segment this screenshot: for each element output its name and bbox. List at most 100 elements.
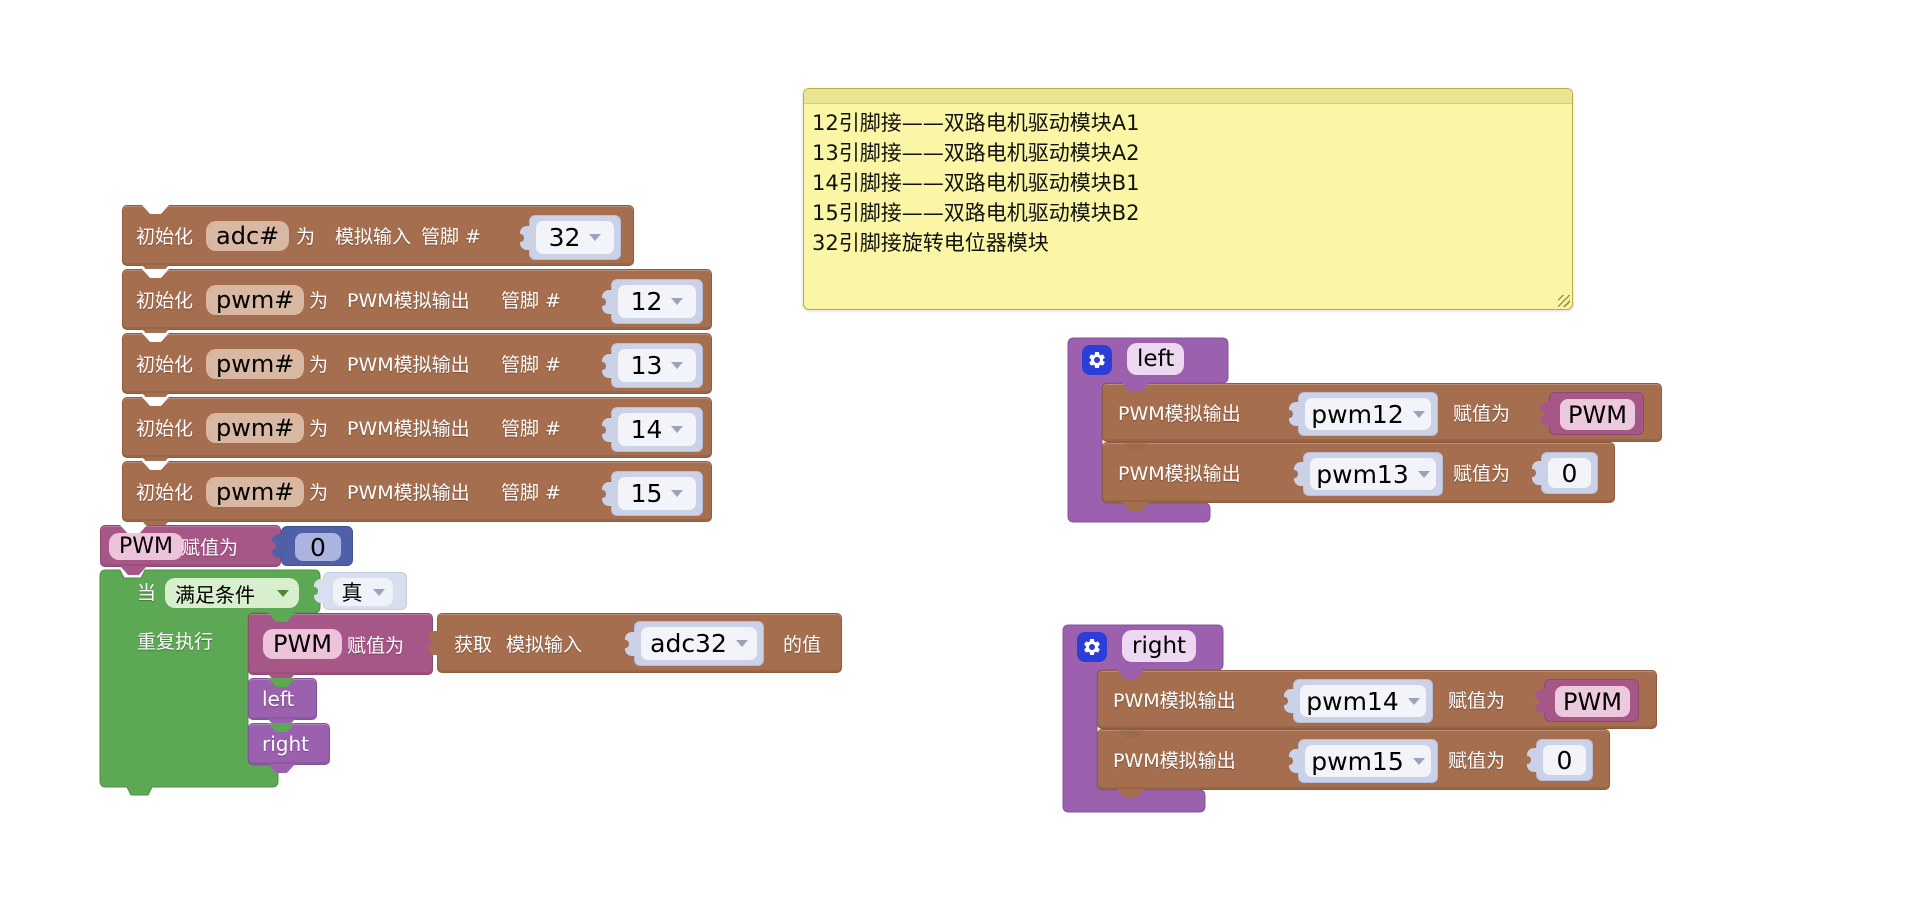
- bool-value[interactable]: 真: [341, 581, 363, 605]
- notch-top: [268, 613, 295, 622]
- pin-value[interactable]: pwm12: [1311, 399, 1404, 429]
- pin-dropdown-shadow[interactable]: 32: [517, 215, 621, 260]
- bump-bottom: [1117, 789, 1144, 798]
- notch-top: [142, 397, 169, 406]
- pin-value[interactable]: pwm15: [1311, 746, 1404, 776]
- label-as: 为: [309, 482, 329, 504]
- pin-value[interactable]: pwm13: [1316, 459, 1409, 489]
- comment-resize-handle[interactable]: [1558, 295, 1570, 307]
- function-name[interactable]: right: [1122, 630, 1197, 662]
- field-var-name[interactable]: pwm#: [206, 476, 305, 507]
- dropdown-arrow-icon: [589, 234, 602, 241]
- label-init: 初始化: [136, 290, 194, 312]
- block-pwm-write[interactable]: PWM模拟输出 pwm13 赋值为 0: [1102, 442, 1615, 511]
- pin-value[interactable]: 13: [630, 351, 663, 380]
- number-value[interactable]: 0: [1556, 745, 1573, 775]
- condition-value: 满足条件: [175, 582, 255, 607]
- field-var-name[interactable]: adc#: [206, 220, 290, 251]
- label-mode: PWM模拟输出: [347, 418, 470, 440]
- block-variable-pwm[interactable]: PWM: [1537, 392, 1644, 435]
- function-name[interactable]: left: [1127, 343, 1185, 375]
- pin-dropdown-shadow[interactable]: adc32: [622, 621, 764, 666]
- pin-value[interactable]: 14: [630, 415, 663, 444]
- value-shadow[interactable]: 0: [1529, 452, 1598, 494]
- puzzle-tab: [425, 631, 439, 655]
- label-mode: PWM模拟输出: [347, 482, 470, 504]
- dropdown-arrow-icon: [372, 588, 385, 596]
- block-init-pwm13[interactable]: 初始化 pwm# 为 PWM模拟输出 管脚 # 13: [122, 333, 712, 402]
- pin-value[interactable]: pwm14: [1306, 686, 1399, 716]
- block-analog-read[interactable]: 获取 模拟输入 adc32 的值: [425, 613, 842, 673]
- pin-dropdown-shadow[interactable]: pwm15: [1286, 739, 1438, 783]
- block-pwm-write[interactable]: PWM模拟输出 pwm12 赋值为 PWM: [1102, 383, 1662, 442]
- block-assign-pwm-inner[interactable]: PWM 赋值为: [248, 613, 433, 683]
- variable-value[interactable]: PWM: [1563, 687, 1622, 716]
- pin-dropdown-shadow[interactable]: pwm14: [1281, 679, 1433, 723]
- value-shadow[interactable]: 0: [1524, 739, 1593, 781]
- pin-value[interactable]: adc32: [650, 629, 727, 658]
- puzzle-tab: [311, 579, 325, 603]
- bump-bottom: [268, 764, 295, 773]
- comment-header[interactable]: [804, 89, 1572, 104]
- pin-dropdown-shadow[interactable]: 13: [599, 343, 703, 388]
- label-value-suffix: 的值: [783, 633, 822, 656]
- bump-bottom: [1122, 502, 1149, 511]
- pin-dropdown-shadow[interactable]: 15: [599, 471, 703, 516]
- gear-icon[interactable]: [1077, 632, 1107, 662]
- label-mode: PWM模拟输出: [347, 354, 470, 376]
- pin-value[interactable]: 12: [630, 287, 663, 316]
- comment-box[interactable]: 12引脚接——双路电机驱动模块A1 13引脚接——双路电机驱动模块A2 14引脚…: [803, 88, 1573, 310]
- condition-dropdown[interactable]: 满足条件: [165, 578, 299, 608]
- number-value[interactable]: 0: [310, 532, 326, 562]
- block-variable-pwm[interactable]: PWM: [1532, 679, 1639, 722]
- block-init-adc[interactable]: 初始化 adc# 为 模拟输入 管脚 # 32: [122, 205, 634, 274]
- function-name-field[interactable]: left: [1127, 343, 1185, 375]
- gear-icon[interactable]: [1082, 345, 1112, 375]
- variable-value[interactable]: PWM: [1568, 400, 1627, 429]
- notch-top: [142, 333, 169, 342]
- block-pwm-write[interactable]: PWM模拟输出 pwm15 赋值为 0: [1097, 729, 1610, 798]
- pin-dropdown-shadow[interactable]: 12: [599, 279, 703, 324]
- pin-value[interactable]: 32: [548, 223, 581, 252]
- label-as: 为: [309, 418, 329, 440]
- label-pin: 管脚 #: [501, 418, 561, 440]
- label-as: 为: [296, 226, 316, 248]
- field-var-name[interactable]: pwm#: [206, 412, 305, 443]
- comment-line: 14引脚接——双路电机驱动模块B1: [812, 171, 1140, 195]
- label-mode: PWM模拟输出: [347, 290, 470, 312]
- block-call-right[interactable]: right: [248, 723, 330, 773]
- pin-dropdown-shadow[interactable]: pwm13: [1291, 452, 1443, 496]
- label-pin: 管脚 #: [501, 482, 561, 504]
- block-bool-true[interactable]: 真: [311, 572, 407, 610]
- block-call-left[interactable]: left: [248, 678, 317, 728]
- puzzle-tab: [599, 481, 613, 506]
- pin-dropdown-shadow[interactable]: pwm12: [1286, 392, 1438, 436]
- puzzle-tab: [599, 417, 613, 442]
- label-mode: 模拟输入: [506, 633, 583, 656]
- block-assign-pwm[interactable]: PWM 赋值为: [100, 525, 281, 575]
- notch-top: [268, 678, 295, 687]
- label-pin: 管脚 #: [501, 290, 561, 312]
- pin-dropdown-shadow[interactable]: 14: [599, 407, 703, 452]
- puzzle-tab: [599, 353, 613, 378]
- field-var-name[interactable]: pwm#: [206, 284, 305, 315]
- field-variable[interactable]: PWM: [263, 629, 342, 659]
- number-value[interactable]: 0: [1561, 458, 1578, 488]
- block-pwm-write[interactable]: PWM模拟输出 pwm14 赋值为 PWM: [1097, 670, 1657, 729]
- field-var-name[interactable]: pwm#: [206, 348, 305, 379]
- puzzle-tab: [1286, 749, 1300, 773]
- function-name-field[interactable]: right: [1122, 630, 1197, 662]
- pin-value[interactable]: 15: [630, 479, 663, 508]
- block-number-0[interactable]: 0: [269, 526, 353, 566]
- label-init: 初始化: [136, 418, 194, 440]
- block-init-pwm15[interactable]: 初始化 pwm# 为 PWM模拟输出 管脚 # 15: [122, 461, 712, 530]
- field-variable[interactable]: PWM: [109, 532, 184, 560]
- block-init-pwm12[interactable]: 初始化 pwm# 为 PWM模拟输出 管脚 # 12: [122, 269, 712, 338]
- puzzle-tab: [599, 289, 613, 314]
- block-init-pwm14[interactable]: 初始化 pwm# 为 PWM模拟输出 管脚 # 14: [122, 397, 712, 466]
- comment-text[interactable]: 12引脚接——双路电机驱动模块A1 13引脚接——双路电机驱动模块A2 14引脚…: [812, 108, 1558, 258]
- label-assign: 赋值为: [347, 634, 405, 657]
- puzzle-tab: [269, 534, 283, 558]
- call-label: right: [262, 732, 309, 756]
- notch-top: [120, 525, 147, 534]
